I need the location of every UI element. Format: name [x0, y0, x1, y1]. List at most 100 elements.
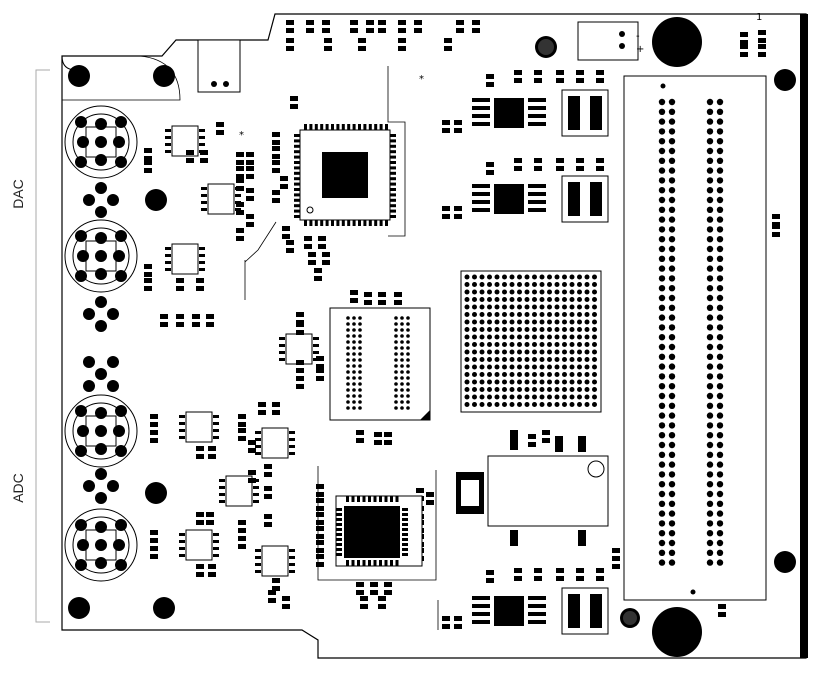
- passive-component: [316, 526, 324, 539]
- passive-component: [414, 20, 422, 33]
- via-pad: [95, 320, 107, 332]
- small-ic: [255, 427, 295, 459]
- passive-component: [514, 70, 522, 83]
- pin-one-mark: 1: [756, 12, 763, 23]
- passive-component: [542, 430, 550, 443]
- sma-connectors: [64, 105, 138, 582]
- mounting-hole: [774, 551, 796, 573]
- passive-component: [358, 38, 366, 51]
- passive-component: [264, 464, 272, 477]
- regulators: [472, 89, 609, 635]
- passive-component: [426, 492, 434, 505]
- passive-component: [718, 604, 726, 617]
- passive-component: [272, 160, 280, 173]
- passive-component: [596, 158, 604, 171]
- passive-component: [322, 252, 330, 265]
- passive-component: [238, 428, 246, 441]
- passive-component: [444, 38, 452, 51]
- small-ic: [279, 333, 319, 365]
- passive-component: [556, 568, 564, 581]
- passive-component: [238, 536, 246, 549]
- voltage-regulator: [472, 89, 609, 137]
- mounting-hole: [145, 482, 167, 504]
- passive-component: [248, 440, 256, 453]
- passive-component: [612, 556, 620, 569]
- passive-component: [296, 360, 304, 373]
- passive-component: [316, 368, 324, 381]
- passive-component: [360, 596, 368, 609]
- mounting-hole: [68, 65, 90, 87]
- passive-component: [486, 570, 494, 583]
- passive-component: [272, 146, 280, 159]
- mounting-hole: [153, 65, 175, 87]
- passive-component: [206, 314, 214, 327]
- passive-component: [264, 514, 272, 527]
- via-pad: [83, 380, 95, 392]
- passive-component: [264, 486, 272, 499]
- passive-component: [316, 498, 324, 511]
- passive-component: [378, 292, 386, 305]
- via-pad: [83, 194, 95, 206]
- via-pad: [95, 182, 107, 194]
- passive-component: [236, 152, 244, 165]
- passive-component: [246, 214, 254, 227]
- via-pad: [95, 468, 107, 480]
- passive-component: [306, 20, 314, 33]
- passive-component: [282, 596, 290, 609]
- qfn-ic-bottom: [335, 495, 423, 567]
- passive-component: [200, 150, 208, 163]
- passive-component: [576, 568, 584, 581]
- passive-component: [150, 546, 158, 559]
- passive-component: [272, 402, 280, 415]
- mounting-hole: [153, 597, 175, 619]
- bga-fpga: [460, 270, 602, 413]
- passive-component: [176, 314, 184, 327]
- passive-component: [246, 188, 254, 201]
- passive-component: [472, 20, 480, 33]
- passive-component: [442, 120, 450, 133]
- passive-component: [272, 132, 280, 145]
- passives: [144, 20, 780, 629]
- passive-component: [144, 148, 152, 161]
- passive-component: [596, 70, 604, 83]
- passive-component: [296, 322, 304, 335]
- passive-component: [364, 292, 372, 305]
- passive-component: [246, 152, 254, 165]
- mounting-hole-large: [652, 17, 702, 67]
- passive-component: [350, 290, 358, 303]
- passive-component: [398, 20, 406, 33]
- sma-connector: [64, 219, 138, 293]
- mounting-hole: [145, 189, 167, 211]
- passive-component: [236, 166, 244, 179]
- passive-component: [316, 540, 324, 553]
- passive-component: [442, 616, 450, 629]
- adc-label: ADC: [10, 473, 26, 503]
- passive-component: [160, 314, 168, 327]
- passive-component: [268, 590, 276, 603]
- passive-component: [356, 430, 364, 443]
- mounting-hole: [774, 69, 796, 91]
- passive-component: [196, 564, 204, 577]
- passive-component: [238, 414, 246, 427]
- via-pad: [107, 380, 119, 392]
- passive-component: [144, 278, 152, 291]
- passive-component: [366, 20, 374, 33]
- small-ics: [165, 125, 319, 577]
- passive-component: [248, 470, 256, 483]
- passive-component: [356, 582, 364, 595]
- pin1-marker: *: [419, 74, 424, 85]
- passive-component: [206, 512, 214, 525]
- passive-component: [192, 314, 200, 327]
- passive-component: [486, 74, 494, 87]
- via-pad: [83, 308, 95, 320]
- left-header: [197, 39, 241, 93]
- bga-memory: [329, 307, 431, 421]
- passive-component: [282, 226, 290, 239]
- passive-component: [208, 446, 216, 459]
- passive-component: [280, 176, 288, 189]
- passive-component: [454, 206, 462, 219]
- passive-component: [596, 568, 604, 581]
- passive-component: [236, 202, 244, 215]
- passive-component: [272, 190, 280, 203]
- small-ic: [179, 529, 219, 561]
